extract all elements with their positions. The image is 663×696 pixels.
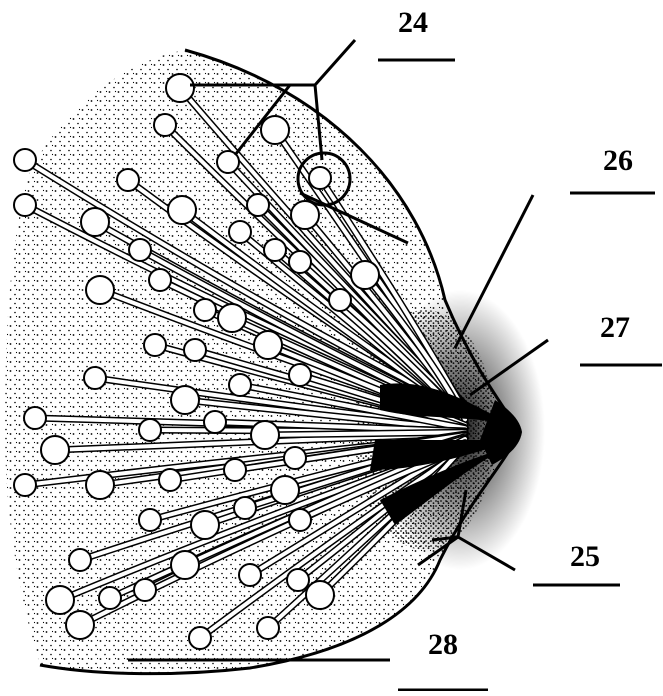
lobule [14,149,36,171]
lobule [154,114,176,136]
lobule [291,201,319,229]
lobule [306,581,334,609]
lobule [41,436,69,464]
lobule [309,167,331,189]
lobule [46,586,74,614]
lobule [168,196,196,224]
lobule [251,421,279,449]
lobule [99,587,121,609]
lobule [257,617,279,639]
lobule [86,471,114,499]
label-25: 25 [570,542,600,572]
lobule [24,407,46,429]
lobule [191,511,219,539]
lobule [84,367,106,389]
lobule [271,476,299,504]
lobule [289,364,311,386]
lobule [224,459,246,481]
lobule [247,194,269,216]
label-24: 24 [398,8,428,38]
label-26: 26 [603,146,633,176]
lobule [194,299,216,321]
lobule [139,419,161,441]
lobule [69,549,91,571]
lobule [171,386,199,414]
lobule [261,116,289,144]
lobule [159,469,181,491]
lobule [149,269,171,291]
lobule [329,289,351,311]
lobule [289,251,311,273]
lobule [287,569,309,591]
lobule [144,334,166,356]
lobule [81,208,109,236]
lobule [184,339,206,361]
lobule [117,169,139,191]
lobule [86,276,114,304]
lobule [234,497,256,519]
label-24-leader [315,40,355,85]
duct-lumen [265,432,465,435]
lobule [14,194,36,216]
label-28: 28 [428,630,458,660]
lobule [218,304,246,332]
lobule [351,261,379,289]
lobule [204,411,226,433]
label-27: 27 [600,313,630,343]
lobule [284,447,306,469]
lobule [129,239,151,261]
lobule [134,579,156,601]
lobule [66,611,94,639]
lobule [171,551,199,579]
lobule [229,374,251,396]
lobule [189,627,211,649]
lobule [289,509,311,531]
lobule [139,509,161,531]
lobule [166,74,194,102]
lobule [264,239,286,261]
lobule [229,221,251,243]
lobule [239,564,261,586]
lobule [254,331,282,359]
lobule [14,474,36,496]
